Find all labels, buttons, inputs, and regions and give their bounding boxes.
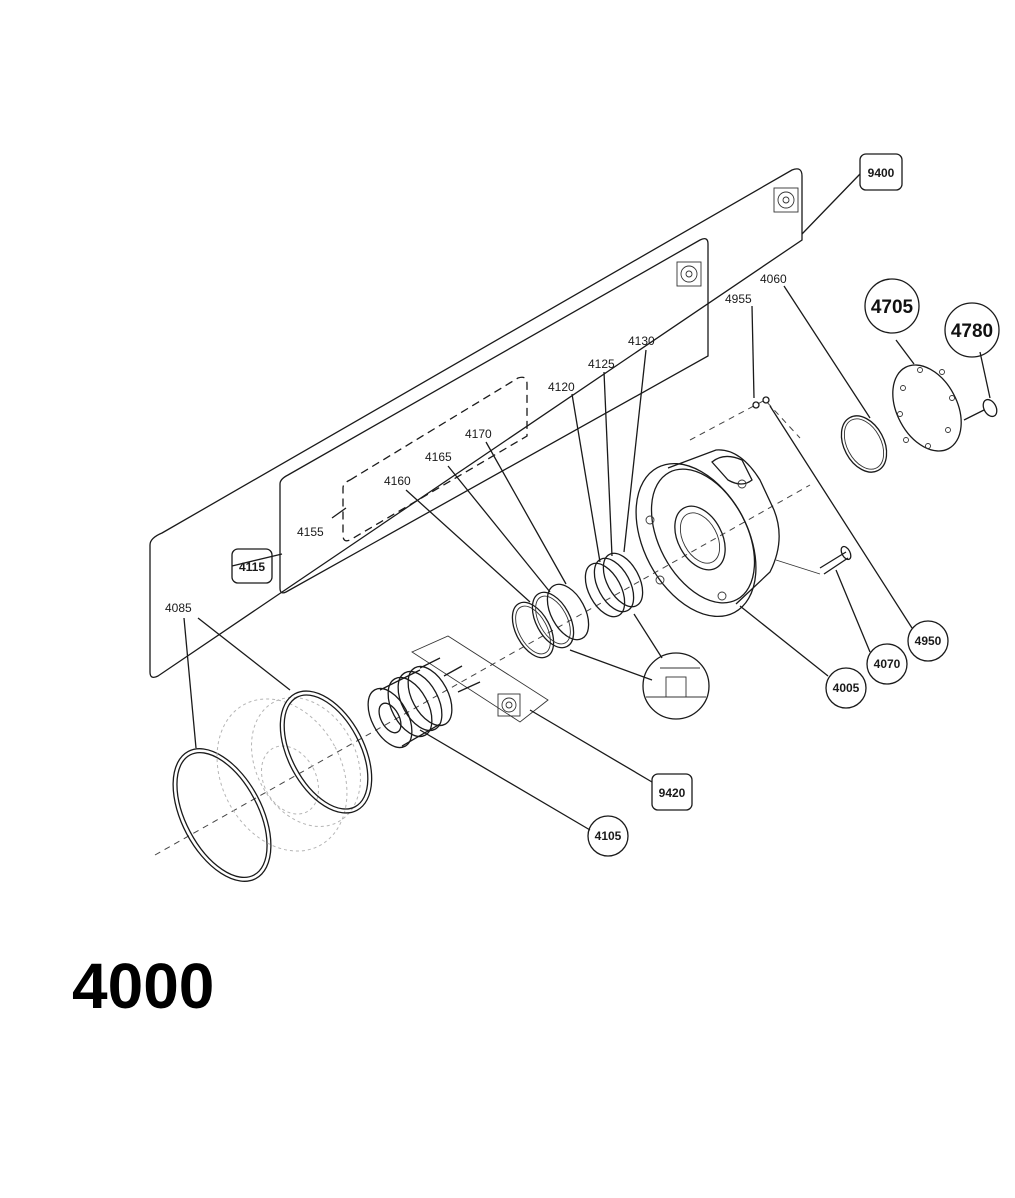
- callout-4950: 4950: [907, 620, 949, 662]
- seal-detail-view: [642, 652, 710, 720]
- svg-text:4105: 4105: [595, 829, 622, 843]
- kit-panel-outer: [149, 168, 803, 678]
- screw-4070: [819, 545, 852, 575]
- large-o-ring: [172, 748, 272, 882]
- ring-4120: [584, 562, 626, 618]
- screw-kit-outline: [411, 635, 549, 723]
- drive-shaft: [367, 665, 453, 749]
- label-4955: 4955: [725, 292, 752, 306]
- kit-icon: [676, 261, 702, 287]
- callout-4105: 4105: [587, 815, 629, 857]
- svg-text:9420: 9420: [659, 786, 686, 800]
- seal-ring-4165: [531, 591, 575, 649]
- assembly-axis-upper: [689, 399, 801, 441]
- ring-4130: [602, 552, 644, 608]
- svg-text:4005: 4005: [833, 681, 860, 695]
- svg-text:4705: 4705: [871, 297, 914, 318]
- seal-kit-outline: [342, 376, 528, 542]
- svg-text:4950: 4950: [915, 634, 942, 648]
- bolt-4780: [963, 398, 998, 421]
- kit-icon: [773, 187, 799, 213]
- svg-text:4780: 4780: [951, 321, 993, 342]
- callout-4780: 4780: [944, 302, 1000, 358]
- svg-text:9400: 9400: [868, 166, 895, 180]
- kit-icon: [497, 693, 521, 717]
- seal-ring-4160: [511, 601, 555, 659]
- callout-4115: 4115: [231, 548, 273, 584]
- seal-ring-4170: [546, 583, 590, 641]
- label-4155: 4155: [297, 525, 324, 539]
- o-ring-4060: [840, 415, 888, 473]
- callout-9420: 9420: [651, 773, 693, 811]
- label-4170: 4170: [465, 427, 492, 441]
- callout-4705: 4705: [864, 278, 920, 334]
- callout-9400: 9400: [859, 153, 903, 191]
- cover-plate-4705: [892, 364, 962, 452]
- label-4160: 4160: [384, 474, 411, 488]
- pump-housing: [635, 449, 780, 618]
- kit-panel-inner: [279, 238, 709, 594]
- callout-4005: 4005: [825, 667, 867, 709]
- gerotor-ghost: [216, 698, 348, 852]
- assembly-number: 4000: [72, 950, 214, 1022]
- screws: [419, 657, 481, 693]
- second-o-ring: [279, 690, 373, 814]
- leader-lines: [183, 173, 991, 831]
- label-4130: 4130: [628, 334, 655, 348]
- svg-text:4115: 4115: [239, 560, 265, 574]
- small-plug-4955: [752, 396, 770, 409]
- ring-4125: [593, 557, 635, 613]
- label-4085: 4085: [165, 601, 192, 615]
- assembly-axis: [154, 484, 811, 856]
- label-4125: 4125: [588, 357, 615, 371]
- label-4060: 4060: [760, 272, 787, 286]
- label-4165: 4165: [425, 450, 452, 464]
- callout-4070: 4070: [866, 643, 908, 685]
- label-4120: 4120: [548, 380, 575, 394]
- svg-text:4070: 4070: [874, 657, 901, 671]
